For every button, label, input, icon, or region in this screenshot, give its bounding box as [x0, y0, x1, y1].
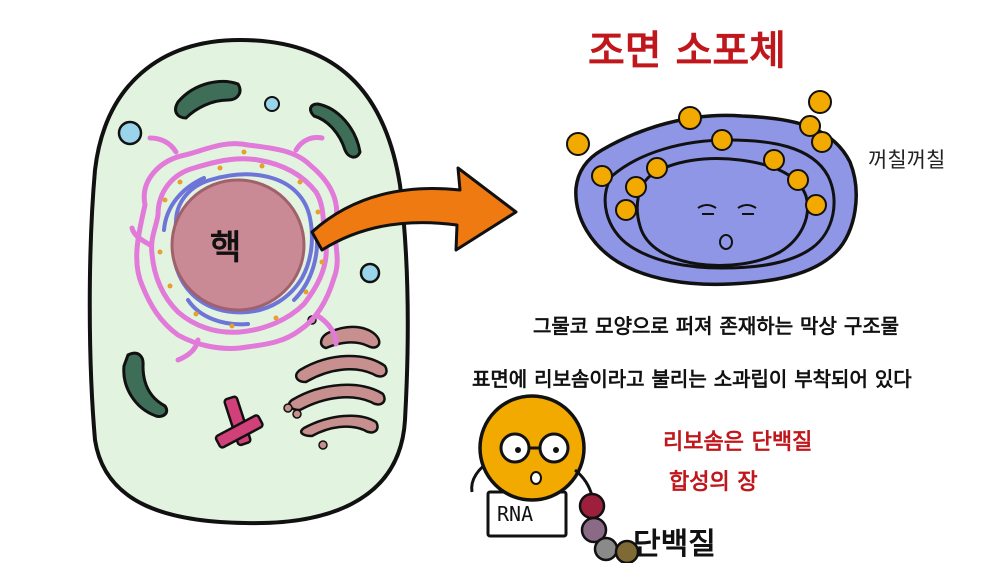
centriole: [214, 395, 264, 449]
page-title: 조면 소포체: [588, 28, 786, 74]
er-face: [697, 204, 757, 250]
protein-label: 단백질: [633, 527, 716, 562]
golgi-vesicle: [283, 403, 293, 413]
ribosome-note-line-1: 리보솜은 단백질: [663, 430, 813, 455]
ribosome-character: [470, 394, 640, 563]
rough-er-illustration: [566, 90, 858, 287]
nucleus: [170, 178, 306, 312]
rna-label: RNA: [497, 502, 534, 526]
green-organelle-left: [122, 351, 169, 418]
golgi-vesicle: [318, 440, 328, 450]
er-ribosome-dots: [566, 90, 833, 221]
er-outer: [129, 135, 340, 363]
surface-label: 꺼칠꺼칠: [868, 148, 946, 172]
description-line-2: 표면에 리보솜이라고 불리는 소과립이 부착되어 있다: [472, 367, 912, 391]
description-line-1: 그물코 모양으로 퍼져 존재하는 막상 구조물: [533, 314, 900, 338]
character-arm-right: [574, 468, 594, 497]
green-organelle-right: [309, 102, 362, 159]
golgi-vesicle: [292, 409, 302, 419]
eye: [553, 447, 559, 453]
vesicle: [117, 120, 143, 146]
cell: [87, 37, 410, 526]
eye: [515, 447, 521, 453]
green-organelle-top: [174, 80, 242, 120]
er-inner: [162, 172, 319, 327]
pointer-arrow: [310, 166, 518, 252]
protein-chain: [578, 492, 640, 563]
ribosome-note-line-2: 합성의 장: [669, 470, 758, 495]
er-sheet-inner: [635, 157, 809, 267]
mouth: [530, 471, 542, 485]
vesicle: [359, 262, 381, 284]
nucleus-label: 핵: [210, 228, 242, 268]
vesicle: [264, 96, 280, 112]
